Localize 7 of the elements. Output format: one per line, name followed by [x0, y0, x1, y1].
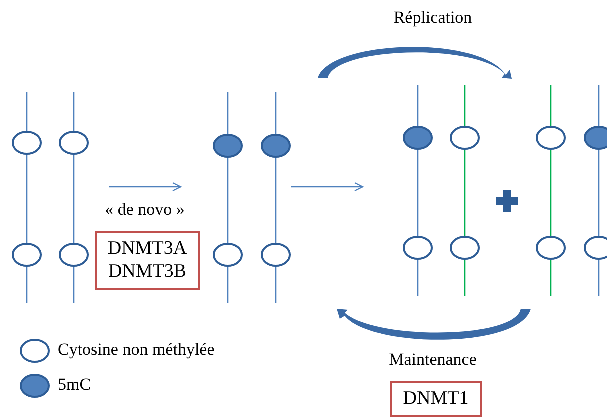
- enzyme-box: DNMT1: [390, 381, 482, 417]
- legend-text: 5mC: [58, 375, 92, 395]
- label-text: « de novo »: [105, 200, 185, 220]
- label-text: Réplication: [394, 8, 472, 28]
- legend-text: Cytosine non méthylée: [58, 340, 215, 360]
- enzyme-box: DNMT3A DNMT3B: [95, 231, 200, 290]
- label-text: Maintenance: [389, 350, 477, 370]
